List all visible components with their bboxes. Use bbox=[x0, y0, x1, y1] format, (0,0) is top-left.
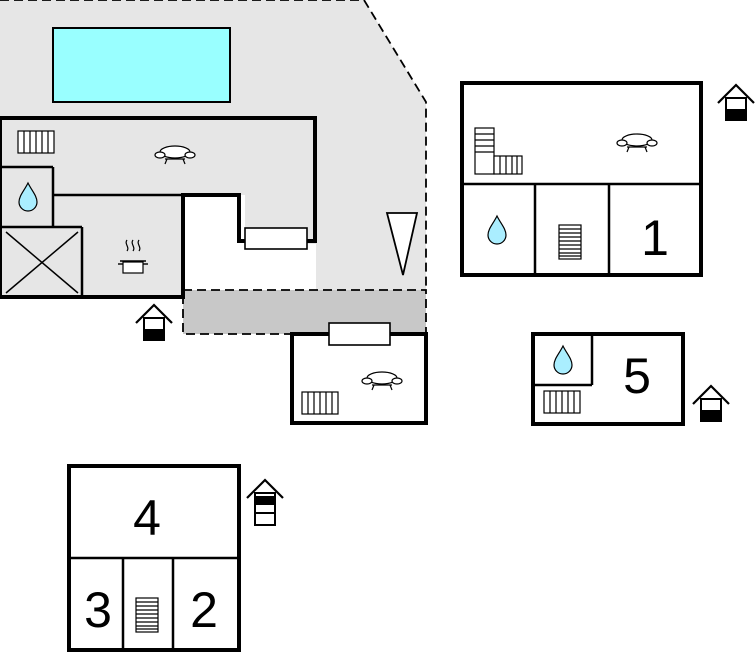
sofa-icon bbox=[616, 133, 658, 153]
house-entrance-icon bbox=[716, 83, 755, 122]
sliding-door bbox=[244, 227, 308, 250]
room-label-5: 5 bbox=[623, 348, 651, 404]
house-entrance-icon bbox=[134, 303, 174, 342]
sofa-icon bbox=[361, 371, 403, 391]
pool-icon bbox=[52, 27, 231, 103]
building-5: 5 bbox=[531, 332, 731, 426]
building-1: 1 bbox=[460, 81, 755, 277]
kitchen-pot-icon bbox=[118, 239, 148, 274]
void-cross bbox=[5, 231, 79, 294]
radiator-icon bbox=[17, 130, 55, 154]
house-entrance-icon bbox=[245, 478, 285, 527]
staircase-icon bbox=[474, 127, 523, 175]
radiator-icon bbox=[543, 390, 581, 414]
sliding-door bbox=[328, 322, 391, 346]
terrace-boundary bbox=[0, 0, 427, 290]
radiator-icon bbox=[301, 391, 339, 415]
staircase-icon bbox=[558, 224, 582, 260]
room-label-3: 3 bbox=[84, 582, 112, 638]
house-wall-stroke bbox=[0, 116, 317, 299]
building-bedrooms: 4 3 2 bbox=[67, 464, 285, 652]
sun-lounger-icon bbox=[385, 212, 419, 276]
staircase-icon bbox=[135, 597, 159, 633]
room-label-4: 4 bbox=[133, 490, 161, 546]
water-drop-icon bbox=[487, 215, 507, 245]
room-label-2: 2 bbox=[190, 582, 218, 638]
room-label-1: 1 bbox=[641, 210, 669, 266]
living-annex bbox=[290, 322, 428, 425]
house-entrance-icon bbox=[691, 384, 731, 423]
main-house bbox=[0, 0, 427, 342]
water-drop-icon bbox=[553, 345, 573, 375]
